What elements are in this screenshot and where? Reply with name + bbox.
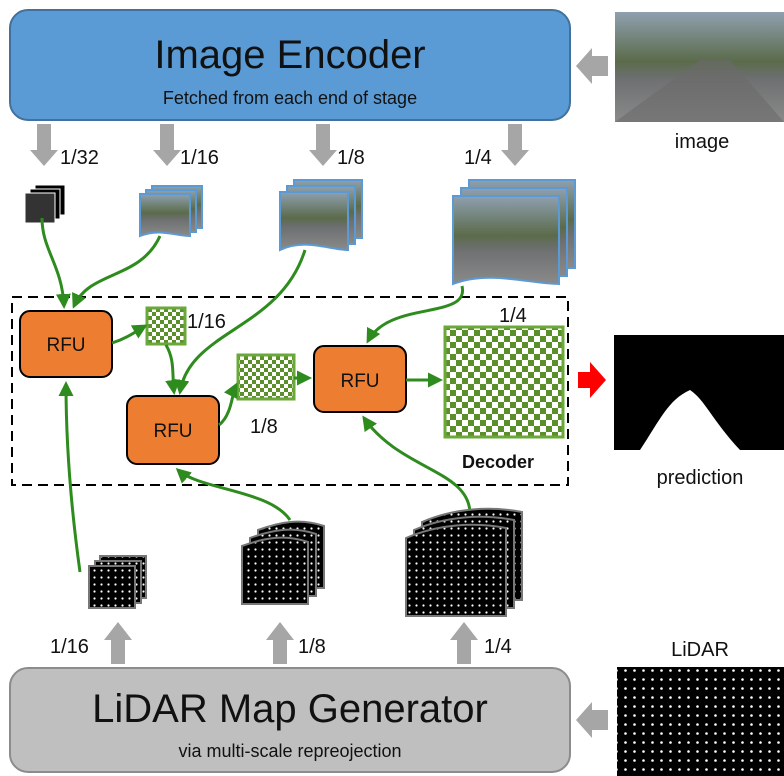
rfu-label-2: RFU <box>153 421 192 442</box>
feature-map-1-8 <box>279 179 363 252</box>
lidar-label: LiDAR <box>671 639 729 661</box>
encoder-scale-1-16: 1/16 <box>180 147 219 169</box>
generator-output-arrows <box>104 622 478 664</box>
decoder-region <box>11 296 569 486</box>
lidar-input-image <box>617 667 784 776</box>
rfu-block-1: RFU <box>19 310 113 378</box>
flow-arrows <box>40 217 472 573</box>
image-label: image <box>675 131 729 153</box>
lidar-to-generator-arrow <box>576 702 608 738</box>
decoder-map-1-16 <box>145 306 187 346</box>
generator-title: LiDAR Map Generator <box>92 687 488 731</box>
feature-map-1-4 <box>452 179 576 286</box>
decoder-map-1-4 <box>443 325 565 439</box>
rfu-block-2: RFU <box>126 395 220 465</box>
decoder-scale-1-4: 1/4 <box>499 305 527 327</box>
decoder-map-1-8 <box>236 353 296 401</box>
feature-map-1-32 <box>24 184 66 224</box>
image-encoder-subtitle: Fetched from each end of stage <box>163 88 417 108</box>
lidar-scale-1-16: 1/16 <box>50 636 89 658</box>
decoder-scale-1-16: 1/16 <box>187 311 226 333</box>
lidar-map-1-4 <box>405 507 523 617</box>
lidar-scale-1-8: 1/8 <box>298 636 326 658</box>
decoder-scale-1-8: 1/8 <box>250 416 278 438</box>
encoder-scale-1-4: 1/4 <box>464 147 492 169</box>
feature-map-1-16 <box>139 185 203 238</box>
encoder-scale-1-8: 1/8 <box>337 147 365 169</box>
lidar-map-generator-block: LiDAR Map Generator via multi-scale repr… <box>9 667 571 773</box>
image-to-encoder-arrow <box>576 48 608 84</box>
input-image-block: image <box>615 12 784 153</box>
lidar-map-1-16 <box>88 555 147 609</box>
output-arrow <box>578 362 606 398</box>
image-encoder-title: Image Encoder <box>154 33 425 77</box>
prediction-label: prediction <box>657 467 744 489</box>
lidar-scale-1-4: 1/4 <box>484 636 512 658</box>
lidar-map-1-8 <box>241 520 325 605</box>
rfu-block-3: RFU <box>313 345 407 413</box>
image-encoder-block: Image Encoder Fetched from each end of s… <box>9 9 571 121</box>
rfu-label-3: RFU <box>340 371 379 392</box>
rfu-label-1: RFU <box>46 335 85 356</box>
generator-subtitle: via multi-scale repreojection <box>178 741 401 761</box>
prediction-block: prediction <box>614 335 784 489</box>
encoder-output-arrows <box>30 124 529 166</box>
encoder-scale-1-32: 1/32 <box>60 147 99 169</box>
decoder-label: Decoder <box>462 452 534 472</box>
